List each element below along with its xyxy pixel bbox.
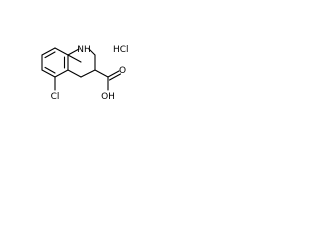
bond-c4a-ring (67, 69, 82, 78)
o-label: O (119, 66, 126, 76)
bond-c8a-c1 (67, 54, 82, 63)
bond-c-o-double-1 (107, 70, 120, 78)
bond-c5-c6 (41, 69, 56, 78)
bond-c3-ccooh (94, 69, 109, 78)
bond-c1-n2 (67, 48, 80, 56)
hcl-label: HCl (113, 45, 129, 55)
bond-c4-c4a (80, 69, 96, 78)
nh-label: NH (77, 45, 91, 55)
oh-label: OH (101, 92, 115, 102)
chemical-structure-diagram: NH Cl OH O HCl (41, 45, 129, 102)
bond-c8-c8a (54, 47, 69, 56)
bond-c5-c6-inner (44, 66, 56, 74)
cl-label: Cl (51, 92, 60, 102)
bond-c7-c8-inner (44, 51, 56, 59)
bond-c4a-c5 (54, 69, 69, 78)
bond-c7-c8 (41, 47, 56, 56)
bond-c-o-double-2 (108, 73, 122, 81)
bond-n2-c3 (88, 48, 96, 56)
